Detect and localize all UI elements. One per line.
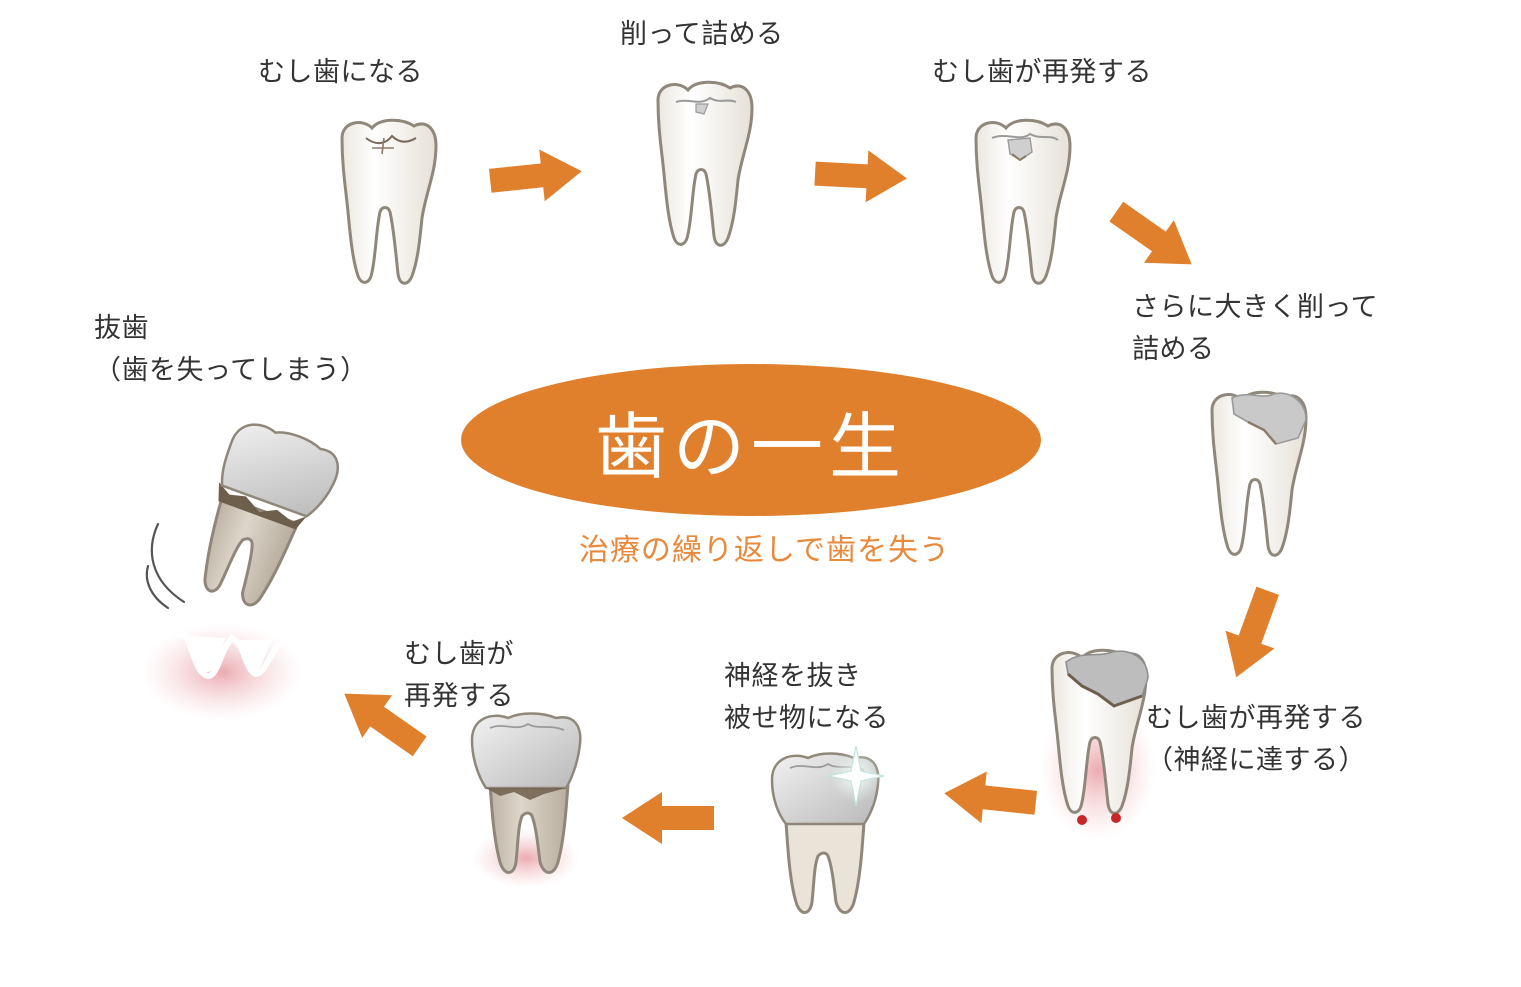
stage-label-extraction: 抜歯 （歯を失ってしまう） — [94, 308, 368, 392]
arrow-icon — [1225, 586, 1280, 678]
label-line: さらに大きく削って — [1132, 292, 1379, 323]
tooth-icon — [656, 80, 754, 247]
sparkle-icon — [827, 745, 885, 807]
label-line: 詰める — [1132, 334, 1215, 365]
diagram-subtitle: 治療の繰り返しで歯を失う — [578, 533, 951, 568]
label-line: 再発する — [404, 681, 514, 712]
tooth-icon — [974, 118, 1072, 285]
label-line: むし歯が再発する — [932, 57, 1152, 88]
label-line: 神経を抜き — [724, 661, 862, 692]
stage-label-crown: 神経を抜き 被せ物になる — [724, 656, 889, 740]
gum-icon — [142, 624, 302, 720]
label-line: （神経に達する） — [1146, 745, 1366, 776]
label-line: むし歯が — [404, 639, 514, 670]
tooth-icon — [1210, 390, 1308, 557]
tooth-icon — [470, 712, 582, 874]
label-line: 抜歯 — [94, 313, 149, 344]
arrow-icon — [814, 150, 907, 203]
label-line: （歯を失ってしまう） — [94, 355, 368, 386]
stage-label-crown-recurrence: むし歯が 再発する — [404, 634, 514, 718]
label-line: むし歯になる — [258, 57, 423, 88]
tooth-icon — [1050, 648, 1149, 825]
label-line: 削って詰める — [620, 19, 784, 50]
arrow-icon — [944, 771, 1038, 824]
stage-label-recurrence: むし歯が再発する — [932, 52, 1152, 94]
arrow-icon — [488, 149, 582, 202]
tooth-icon — [203, 423, 339, 607]
title-ellipse: 歯の一生 — [461, 364, 1041, 516]
stage-label-bigger-fill: さらに大きく削って 詰める — [1132, 287, 1378, 371]
arrow-icon — [622, 792, 714, 844]
diagram-title: 歯の一生 — [594, 404, 907, 489]
label-line: むし歯が再発する — [1146, 703, 1366, 734]
stage-label-cavity: むし歯になる — [258, 52, 423, 94]
stage-label-nerve: むし歯が再発する （神経に達する） — [1146, 698, 1366, 782]
label-line: 被せ物になる — [724, 703, 889, 734]
tooth-icon — [340, 118, 438, 285]
motion-lines — [145, 522, 186, 610]
arrow-icon — [1109, 201, 1192, 265]
arrow-icon — [344, 693, 427, 757]
stage-label-fill: 削って詰める — [620, 14, 784, 56]
